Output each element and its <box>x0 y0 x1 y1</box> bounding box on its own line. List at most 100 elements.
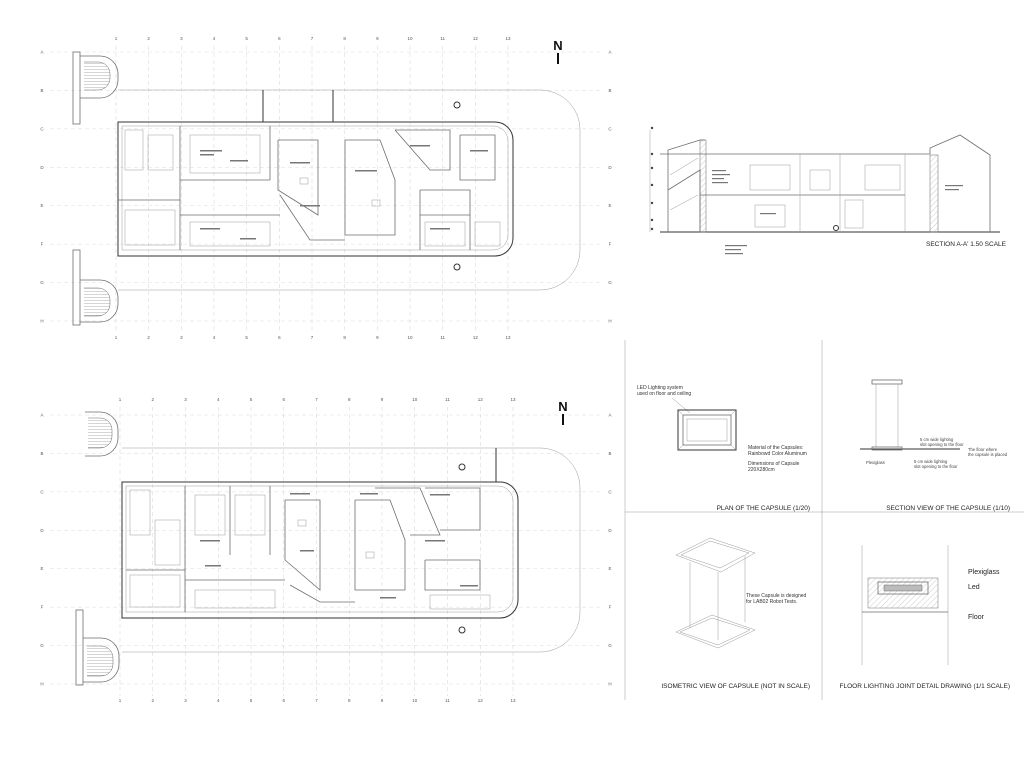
plan-upper-room-labels <box>200 145 488 240</box>
led-note-line2: used on floor and ceiling <box>637 391 691 397</box>
grid-col-label: 7 <box>315 397 318 402</box>
grid-col-label: 6 <box>282 698 285 703</box>
dimensions-line1: Dimensions of Capsule <box>748 461 800 467</box>
grid-row-label: H <box>608 319 611 324</box>
grid-row-label: G <box>40 643 44 648</box>
grid-col-label: 11 <box>440 36 445 41</box>
grid-col-label: 12 <box>478 698 484 703</box>
slot2-note-line1: 5 cm wide lighting <box>914 459 948 464</box>
section-marker-upper-2 <box>453 263 461 271</box>
grid-col-label: 12 <box>473 335 479 340</box>
material-line1: Material of the Capsules: <box>748 445 803 451</box>
grid-row-label: C <box>40 489 44 494</box>
capsule-isometric-panel: These Capsule is designed for LAB02 Robo… <box>661 537 810 690</box>
grid-col-label: 2 <box>151 397 154 402</box>
grid-col-label: 9 <box>376 36 379 41</box>
grid-row-label: D <box>40 165 44 170</box>
grid-row-label: H <box>40 319 43 324</box>
grid-col-label: 4 <box>217 397 220 402</box>
grid-col-label: 13 <box>505 335 511 340</box>
grid-col-label: 9 <box>381 397 384 402</box>
capsule-section-panel: 5 cm wide lighting slot opening to the f… <box>860 379 1010 512</box>
stair-lower-left-north <box>85 411 119 457</box>
grid-row-label: A <box>608 413 611 418</box>
grid-col-label: 3 <box>180 36 183 41</box>
north-arrow-lower: N <box>558 399 568 425</box>
grid-row-label: A <box>608 50 611 55</box>
grid-col-label: 12 <box>473 36 479 41</box>
grid-col-label: 11 <box>440 335 445 340</box>
grid-row-label: G <box>608 280 612 285</box>
grid-col-label: 4 <box>213 335 216 340</box>
material-line2: Rainbowd Color Aluminum <box>748 451 807 457</box>
grid-col-label: 10 <box>407 335 413 340</box>
grid-col-label: 4 <box>217 698 220 703</box>
slot-note-line2: slot opening to the floor <box>920 442 964 447</box>
grid-row-label: G <box>40 280 44 285</box>
grid-col-label: 6 <box>282 397 285 402</box>
slot-note-line1: 5 cm wide lighting <box>920 437 954 442</box>
capsule-plan-drawing <box>677 409 737 451</box>
grid-row-label: B <box>608 88 611 93</box>
capsule-section-title: SECTION VIEW OF THE CAPSULE (1/10) <box>886 505 1010 512</box>
grid-row-label: C <box>608 489 612 494</box>
grid-row-label: A <box>40 50 43 55</box>
grid-col-label: 8 <box>348 397 351 402</box>
grid-col-label: 11 <box>445 698 450 703</box>
section-marker-upper-1 <box>453 101 461 109</box>
grid-col-label: 12 <box>478 397 484 402</box>
grid-col-label: 10 <box>412 397 418 402</box>
joint-plexiglass-label: Plexiglass <box>968 569 1000 576</box>
joint-detail-panel: Plexiglass Led Floor FLOOR LIGHTING JOIN… <box>840 545 1010 690</box>
plan-lower-room-labels <box>200 493 478 599</box>
grid-row-label: F <box>41 605 44 610</box>
design-note-line1: These Capsule is designed <box>746 593 807 599</box>
grid-col-label: 13 <box>505 36 511 41</box>
grid-row-label: F <box>41 242 44 247</box>
grid-col-label: 13 <box>510 698 516 703</box>
grid-col-label: 1 <box>115 36 118 41</box>
grid-col-label: 6 <box>278 335 281 340</box>
grid-row-label: E <box>40 203 43 208</box>
joint-floor-label: Floor <box>968 614 985 621</box>
grid-col-label: 9 <box>381 698 384 703</box>
grid-col-label: 5 <box>250 698 253 703</box>
grid-col-label: 7 <box>311 36 314 41</box>
capsule-plan-title: PLAN OF THE CAPSULE (1/20) <box>717 505 810 512</box>
grid-row-label: C <box>608 126 612 131</box>
section-stair <box>667 139 707 233</box>
grid-col-label: 2 <box>151 698 154 703</box>
grid-row-label: C <box>40 126 44 131</box>
grid-row-label: F <box>609 605 612 610</box>
grid-col-label: 4 <box>213 36 216 41</box>
grid-col-label: 8 <box>343 335 346 340</box>
grid-col-label: 5 <box>245 335 248 340</box>
grid-row-label: D <box>608 528 612 533</box>
grid-row-label: H <box>608 682 611 687</box>
led-note-line1: LED Lighting system <box>637 385 683 391</box>
joint-detail-drawing <box>861 545 949 665</box>
grid-col-label: 1 <box>119 698 122 703</box>
grid-row-label: G <box>608 643 612 648</box>
stair-upper-left-south <box>72 249 119 326</box>
grid-row-label: H <box>40 682 43 687</box>
grid-col-label: 2 <box>147 335 150 340</box>
grid-col-label: 10 <box>412 698 418 703</box>
capsule-isometric-drawing <box>675 537 756 649</box>
grid-row-label: D <box>40 528 44 533</box>
grid-col-label: 2 <box>147 36 150 41</box>
grid-col-label: 5 <box>245 36 248 41</box>
grid-col-label: 8 <box>343 36 346 41</box>
grid-col-label: 1 <box>119 397 122 402</box>
grid-col-label: 7 <box>315 698 318 703</box>
grid-col-label: 9 <box>376 335 379 340</box>
section-aa: SECTION A-A' 1.50 SCALE <box>649 126 1007 255</box>
svg-text:N: N <box>553 38 562 53</box>
grid-row-label: E <box>608 566 611 571</box>
grid-row-label: F <box>609 242 612 247</box>
capsule-iso-title: ISOMETRIC VIEW OF CAPSULE (NOT IN SCALE) <box>661 683 810 690</box>
